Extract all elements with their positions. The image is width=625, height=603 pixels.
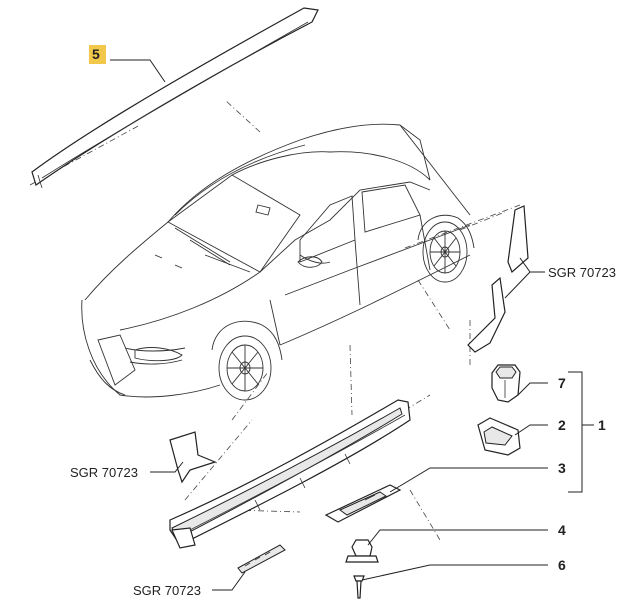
callout-4: 4 — [558, 522, 566, 538]
part-3-clip-strip — [324, 484, 402, 523]
reference-label-left: SGR 70723 — [70, 465, 138, 480]
callout-3: 3 — [558, 460, 566, 476]
reference-part-left — [169, 431, 217, 484]
reference-label-bottom: SGR 70723 — [133, 583, 201, 598]
callout-5-highlight — [89, 45, 106, 64]
leader-lines — [110, 59, 594, 591]
callout-7: 7 — [558, 375, 566, 391]
part-7-clip — [491, 364, 521, 403]
part-4-nut — [345, 539, 379, 563]
reference-part-right — [467, 205, 529, 353]
reference-label-right: SGR 70723 — [548, 265, 616, 280]
callout-6: 6 — [558, 557, 566, 573]
part-1-sill-moulding — [169, 399, 411, 549]
part-6-screw — [353, 575, 365, 599]
reference-part-bottom — [237, 544, 286, 574]
part-5-roof-moulding — [31, 7, 319, 189]
callout-2: 2 — [558, 417, 566, 433]
callout-1: 1 — [598, 417, 606, 433]
callout-5: 5 — [92, 46, 100, 62]
part-2-cover — [477, 417, 521, 456]
car-illustration — [81, 123, 475, 401]
